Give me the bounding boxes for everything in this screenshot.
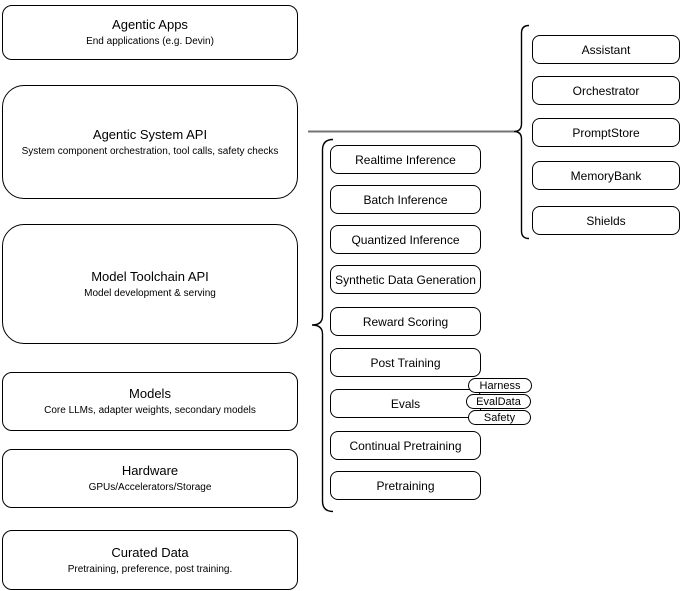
pill-safety: Safety (468, 410, 531, 425)
node-hardware: Hardware GPUs/Accelerators/Storage (2, 449, 298, 508)
node-subtitle: Model development & serving (84, 287, 216, 299)
node-assistant: Assistant (532, 35, 680, 64)
node-label: Quantized Inference (351, 232, 460, 247)
node-agentic-apps: Agentic Apps End applications (e.g. Devi… (2, 5, 298, 60)
node-realtime-inference: Realtime Inference (330, 145, 481, 174)
node-subtitle: End applications (e.g. Devin) (86, 36, 214, 47)
node-continual-pretraining: Continual Pretraining (330, 431, 481, 460)
node-label: Pretraining (376, 478, 435, 493)
node-label: Post Training (370, 355, 441, 370)
node-reward-scoring: Reward Scoring (330, 307, 481, 336)
node-subtitle: Pretraining, preference, post training. (67, 563, 233, 575)
pill-label: Harness (479, 379, 521, 392)
node-label: MemoryBank (570, 168, 642, 183)
node-promptstore: PromptStore (532, 118, 680, 147)
node-title: Hardware (121, 463, 179, 478)
node-title: Curated Data (111, 544, 189, 560)
pill-label: Safety (483, 411, 516, 424)
node-label: Batch Inference (363, 192, 448, 207)
node-title: Model Toolchain API (91, 268, 209, 284)
node-label: Reward Scoring (362, 314, 449, 329)
node-agentic-system-api: Agentic System API System component orch… (2, 85, 298, 199)
node-pretraining: Pretraining (330, 471, 481, 500)
node-label: Synthetic Data Generation (335, 272, 476, 287)
node-batch-inference: Batch Inference (330, 185, 481, 214)
node-label: Evals (390, 396, 421, 411)
node-shields: Shields (532, 206, 680, 235)
node-model-toolchain-api: Model Toolchain API Model development & … (2, 224, 298, 344)
node-label: Shields (586, 213, 626, 228)
pill-label: EvalData (476, 395, 521, 408)
pill-evaldata: EvalData (466, 394, 531, 409)
node-title: Models (129, 386, 171, 401)
node-title: Agentic System API (92, 126, 208, 142)
node-memorybank: MemoryBank (532, 161, 680, 190)
node-synthetic-data-generation: Synthetic Data Generation (330, 265, 481, 294)
node-label: Assistant (581, 42, 631, 57)
node-label: Continual Pretraining (349, 438, 462, 453)
node-orchestrator: Orchestrator (532, 76, 680, 105)
node-evals: Evals (330, 389, 481, 418)
node-models: Models Core LLMs, adapter weights, secon… (2, 372, 298, 431)
node-title: Agentic Apps (112, 17, 188, 32)
node-subtitle: Core LLMs, adapter weights, secondary mo… (44, 405, 256, 416)
node-label: PromptStore (572, 125, 640, 140)
node-post-training: Post Training (330, 348, 481, 377)
node-curated-data: Curated Data Pretraining, preference, po… (2, 530, 298, 590)
node-subtitle: System component orchestration, tool cal… (21, 145, 279, 157)
node-label: Orchestrator (572, 83, 640, 98)
system-brace (513, 24, 530, 240)
node-subtitle: GPUs/Accelerators/Storage (88, 482, 212, 493)
node-label: Realtime Inference (355, 152, 456, 167)
pill-harness: Harness (468, 378, 532, 393)
node-quantized-inference: Quantized Inference (330, 225, 481, 254)
